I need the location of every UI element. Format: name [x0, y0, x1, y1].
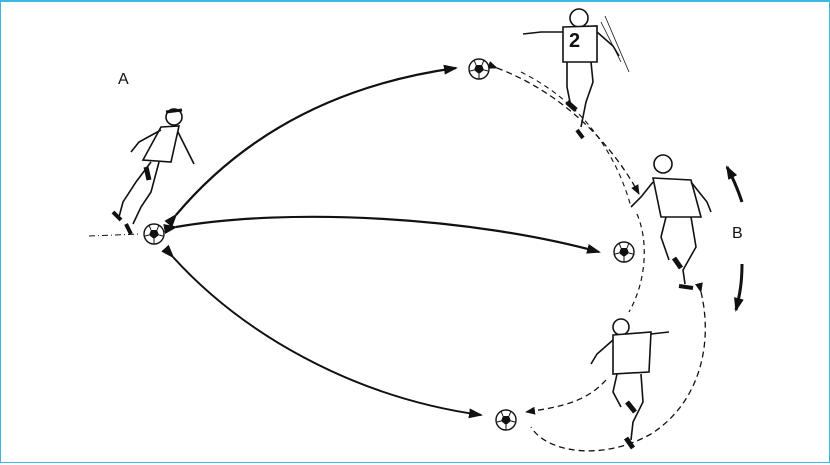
- b-arrow-up: [725, 165, 744, 203]
- player-number: 2: [569, 30, 580, 52]
- pass-arrow-middle: [163, 215, 601, 254]
- pass-arrow-top: [164, 64, 458, 228]
- movement-path-right: [525, 213, 706, 452]
- ground-line: [88, 233, 140, 237]
- soccer-ball-icon: [468, 58, 490, 80]
- pass-arrow-bottom: [161, 244, 483, 419]
- player-a-figure-icon: [111, 108, 195, 235]
- b-arrow-down: [734, 263, 744, 312]
- label-b: B: [732, 225, 743, 242]
- label-a: A: [118, 71, 129, 88]
- player-bottom-figure-icon: [590, 318, 670, 450]
- player-2-figure-icon: [522, 8, 630, 140]
- soccer-ball-icon: [613, 241, 635, 263]
- player-b-figure-icon: [630, 154, 712, 290]
- soccer-ball-icon: [143, 223, 165, 245]
- movement-path-top: [487, 61, 640, 208]
- soccer-ball-icon: [495, 409, 517, 431]
